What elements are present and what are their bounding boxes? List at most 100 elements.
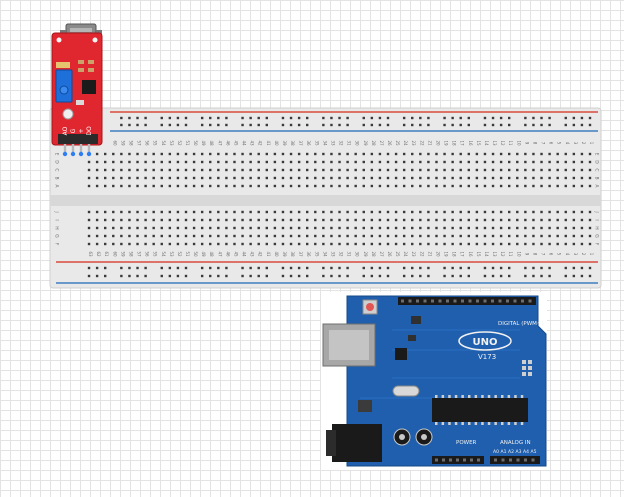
rail-hole[interactable] bbox=[225, 116, 228, 120]
breadboard-hole[interactable] bbox=[362, 234, 365, 238]
breadboard-hole[interactable] bbox=[128, 226, 131, 230]
rail-hole[interactable] bbox=[370, 274, 374, 278]
breadboard-hole[interactable] bbox=[427, 218, 430, 222]
breadboard-hole[interactable] bbox=[524, 152, 527, 156]
breadboard-holes[interactable] bbox=[87, 116, 592, 278]
breadboard-hole[interactable] bbox=[257, 160, 260, 164]
breadboard-hole[interactable] bbox=[378, 168, 382, 172]
breadboard-hole[interactable] bbox=[394, 184, 398, 188]
bottom-pin-holes[interactable] bbox=[435, 458, 535, 462]
icsp-pin[interactable] bbox=[522, 372, 526, 376]
breadboard-hole[interactable] bbox=[128, 184, 131, 188]
rail-hole[interactable] bbox=[104, 274, 107, 278]
breadboard-hole[interactable] bbox=[516, 160, 519, 164]
breadboard-hole[interactable] bbox=[572, 242, 576, 246]
breadboard-hole[interactable] bbox=[192, 184, 196, 188]
rail-hole[interactable] bbox=[362, 116, 365, 120]
rail-hole[interactable] bbox=[184, 274, 188, 278]
breadboard-hole[interactable] bbox=[475, 168, 479, 172]
rail-hole[interactable] bbox=[427, 266, 430, 270]
breadboard-hole[interactable] bbox=[572, 152, 576, 156]
breadboard-hole[interactable] bbox=[297, 176, 301, 180]
breadboard-hole[interactable] bbox=[435, 176, 438, 180]
breadboard-hole[interactable] bbox=[548, 176, 551, 180]
breadboard-hole[interactable] bbox=[233, 184, 236, 188]
rail-hole[interactable] bbox=[370, 123, 374, 127]
breadboard-hole[interactable] bbox=[491, 176, 495, 180]
breadboard-hole[interactable] bbox=[508, 226, 511, 230]
breadboard-hole[interactable] bbox=[152, 226, 155, 230]
breadboard-hole[interactable] bbox=[136, 218, 139, 222]
breadboard-hole[interactable] bbox=[548, 234, 551, 238]
breadboard-hole[interactable] bbox=[289, 152, 293, 156]
breadboard-hole[interactable] bbox=[475, 226, 479, 230]
rail-hole[interactable] bbox=[572, 116, 576, 120]
breadboard-hole[interactable] bbox=[386, 184, 390, 188]
breadboard-hole[interactable] bbox=[346, 210, 349, 214]
breadboard-hole[interactable] bbox=[443, 152, 446, 156]
rail-hole[interactable] bbox=[443, 274, 446, 278]
breadboard-hole[interactable] bbox=[419, 242, 422, 246]
breadboard-hole[interactable] bbox=[257, 234, 260, 238]
breadboard-hole[interactable] bbox=[281, 234, 285, 238]
breadboard-hole[interactable] bbox=[346, 184, 349, 188]
breadboard-hole[interactable] bbox=[378, 226, 382, 230]
rail-hole[interactable] bbox=[249, 116, 252, 120]
rail-hole[interactable] bbox=[370, 116, 374, 120]
breadboard-hole[interactable] bbox=[160, 152, 163, 156]
rail-hole[interactable] bbox=[491, 116, 495, 120]
breadboard-hole[interactable] bbox=[572, 210, 576, 214]
breadboard-hole[interactable] bbox=[540, 152, 543, 156]
breadboard-hole[interactable] bbox=[225, 160, 228, 164]
breadboard-hole[interactable] bbox=[564, 160, 567, 164]
breadboard-hole[interactable] bbox=[233, 152, 236, 156]
breadboard-hole[interactable] bbox=[499, 160, 503, 164]
breadboard-hole[interactable] bbox=[306, 210, 309, 214]
rail-hole[interactable] bbox=[330, 274, 333, 278]
breadboard-hole[interactable] bbox=[314, 234, 317, 238]
rail-hole[interactable] bbox=[168, 266, 172, 270]
breadboard-hole[interactable] bbox=[532, 152, 535, 156]
breadboard-hole[interactable] bbox=[532, 184, 535, 188]
breadboard-hole[interactable] bbox=[467, 176, 470, 180]
breadboard-hole[interactable] bbox=[338, 226, 341, 230]
breadboard-hole[interactable] bbox=[443, 184, 446, 188]
breadboard-hole[interactable] bbox=[370, 176, 374, 180]
breadboard-hole[interactable] bbox=[322, 168, 325, 172]
breadboard-hole[interactable] bbox=[160, 234, 163, 238]
breadboard-hole[interactable] bbox=[265, 184, 268, 188]
breadboard-hole[interactable] bbox=[572, 176, 576, 180]
breadboard-hole[interactable] bbox=[120, 218, 123, 222]
breadboard-hole[interactable] bbox=[217, 218, 220, 222]
rail-hole[interactable] bbox=[200, 116, 204, 120]
rail-hole[interactable] bbox=[297, 274, 301, 278]
breadboard-hole[interactable] bbox=[289, 184, 293, 188]
breadboard-hole[interactable] bbox=[338, 176, 341, 180]
breadboard-hole[interactable] bbox=[411, 160, 414, 164]
rail-hole[interactable] bbox=[136, 266, 139, 270]
rail-hole[interactable] bbox=[346, 274, 349, 278]
breadboard-hole[interactable] bbox=[556, 176, 559, 180]
breadboard-hole[interactable] bbox=[451, 242, 454, 246]
breadboard-hole[interactable] bbox=[564, 152, 567, 156]
rail-hole[interactable] bbox=[402, 123, 406, 127]
rail-hole[interactable] bbox=[249, 274, 252, 278]
breadboard-hole[interactable] bbox=[136, 176, 139, 180]
power-pin-hole[interactable] bbox=[470, 458, 473, 462]
breadboard-hole[interactable] bbox=[354, 184, 357, 188]
breadboard-hole[interactable] bbox=[168, 160, 172, 164]
breadboard-hole[interactable] bbox=[564, 210, 567, 214]
rail-hole[interactable] bbox=[362, 123, 365, 127]
rail-hole[interactable] bbox=[257, 274, 260, 278]
breadboard-hole[interactable] bbox=[508, 152, 511, 156]
breadboard-hole[interactable] bbox=[297, 184, 301, 188]
power-pin-hole[interactable] bbox=[456, 458, 459, 462]
rail-hole[interactable] bbox=[265, 274, 268, 278]
breadboard-hole[interactable] bbox=[144, 176, 147, 180]
breadboard-hole[interactable] bbox=[386, 210, 390, 214]
breadboard-hole[interactable] bbox=[225, 234, 228, 238]
breadboard-hole[interactable] bbox=[330, 218, 333, 222]
digital-pin-hole[interactable] bbox=[453, 299, 457, 303]
breadboard-hole[interactable] bbox=[491, 160, 495, 164]
breadboard-hole[interactable] bbox=[411, 226, 414, 230]
